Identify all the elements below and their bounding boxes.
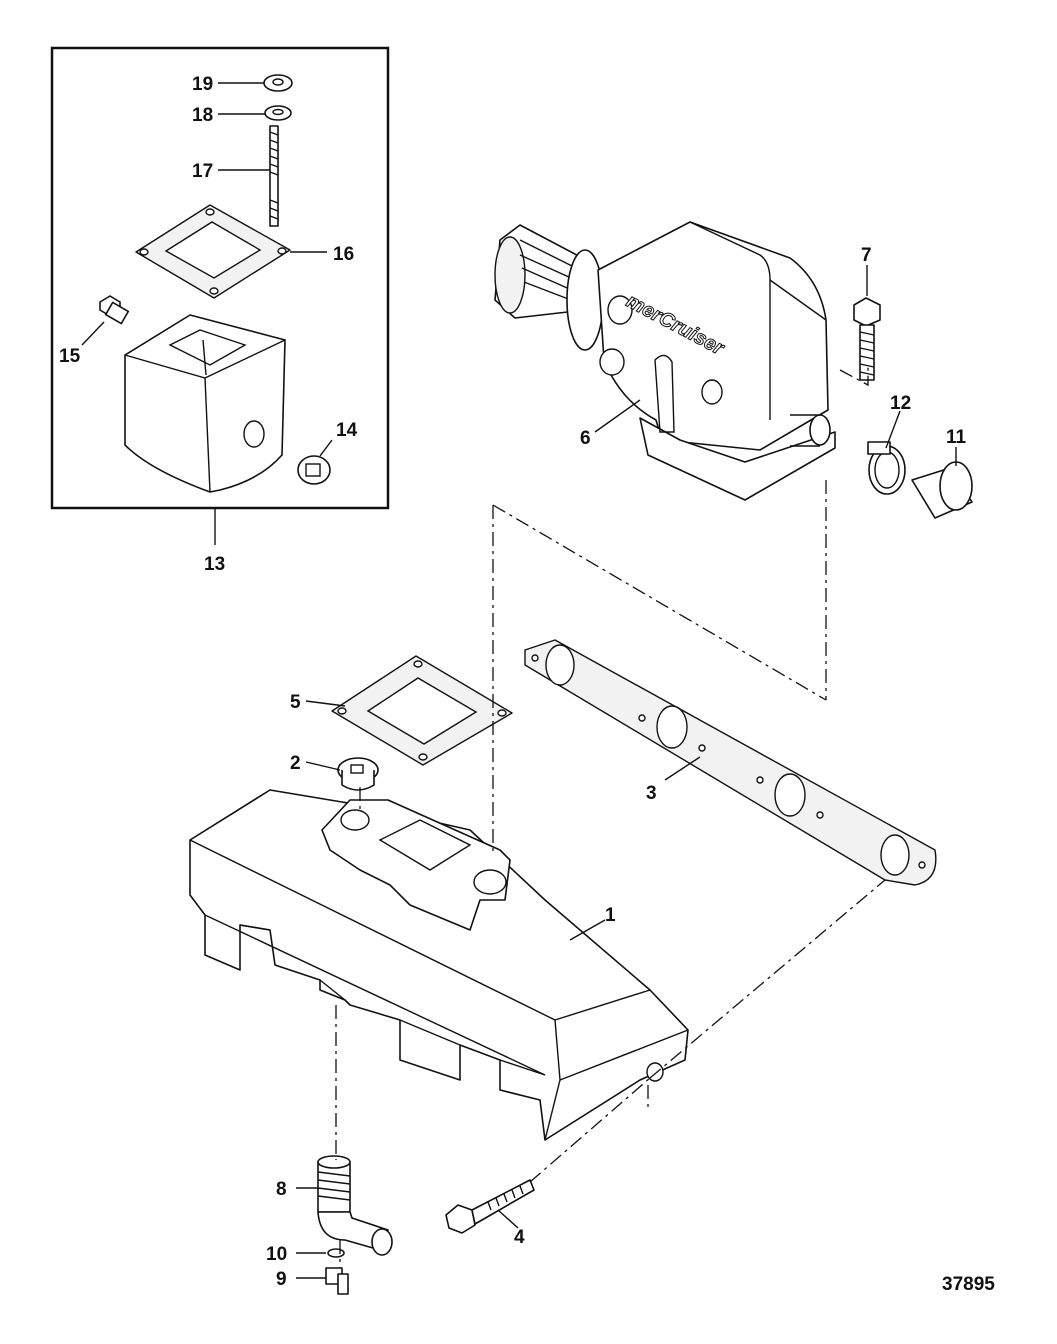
callout-18: 18 [192, 105, 213, 126]
callout-9: 9 [276, 1269, 287, 1290]
exhaust-elbow: merCruiser [494, 221, 836, 501]
callout-16: 16 [333, 244, 354, 265]
callout-labels: 19 18 17 16 15 14 13 7 12 11 6 5 2 3 1 8… [59, 74, 995, 1295]
figure-id: 37895 [942, 1274, 995, 1295]
callout-7: 7 [861, 245, 872, 266]
riser-gasket [135, 204, 291, 299]
small-plug [99, 295, 130, 325]
callout-5: 5 [290, 692, 301, 713]
callout-17: 17 [192, 161, 213, 182]
callout-15: 15 [59, 346, 81, 367]
callout-2: 2 [290, 753, 301, 774]
manifold-bolt [445, 1179, 535, 1234]
callout-14: 14 [336, 420, 358, 441]
callout-11: 11 [946, 427, 967, 448]
stud [269, 125, 279, 227]
elbow-fitting [317, 1155, 393, 1256]
manifold-plug [337, 757, 379, 791]
callout-13: 13 [204, 554, 225, 575]
nut [263, 74, 293, 92]
callout-1: 1 [605, 905, 616, 926]
pipe-plug [297, 455, 331, 485]
callout-19: 19 [192, 74, 213, 95]
callout-10: 10 [266, 1244, 287, 1265]
callout-6: 6 [580, 428, 591, 449]
elbow-gasket [331, 655, 513, 766]
exhaust-manifold [189, 789, 689, 1141]
callout-8: 8 [276, 1179, 287, 1200]
o-ring [327, 1248, 345, 1258]
hose-sleeve [911, 461, 973, 519]
assembly-lines [335, 365, 886, 1268]
manifold-gasket [524, 639, 937, 886]
elbow-bolt [853, 297, 881, 381]
riser-kit-inset [50, 46, 390, 510]
callout-12: 12 [890, 393, 911, 414]
inset-frame [50, 46, 390, 510]
drain-valve [325, 1267, 349, 1295]
riser-block [124, 314, 286, 493]
callout-3: 3 [646, 783, 657, 804]
callout-4: 4 [514, 1227, 525, 1248]
washer [264, 105, 292, 121]
hose-clamp [867, 441, 906, 495]
